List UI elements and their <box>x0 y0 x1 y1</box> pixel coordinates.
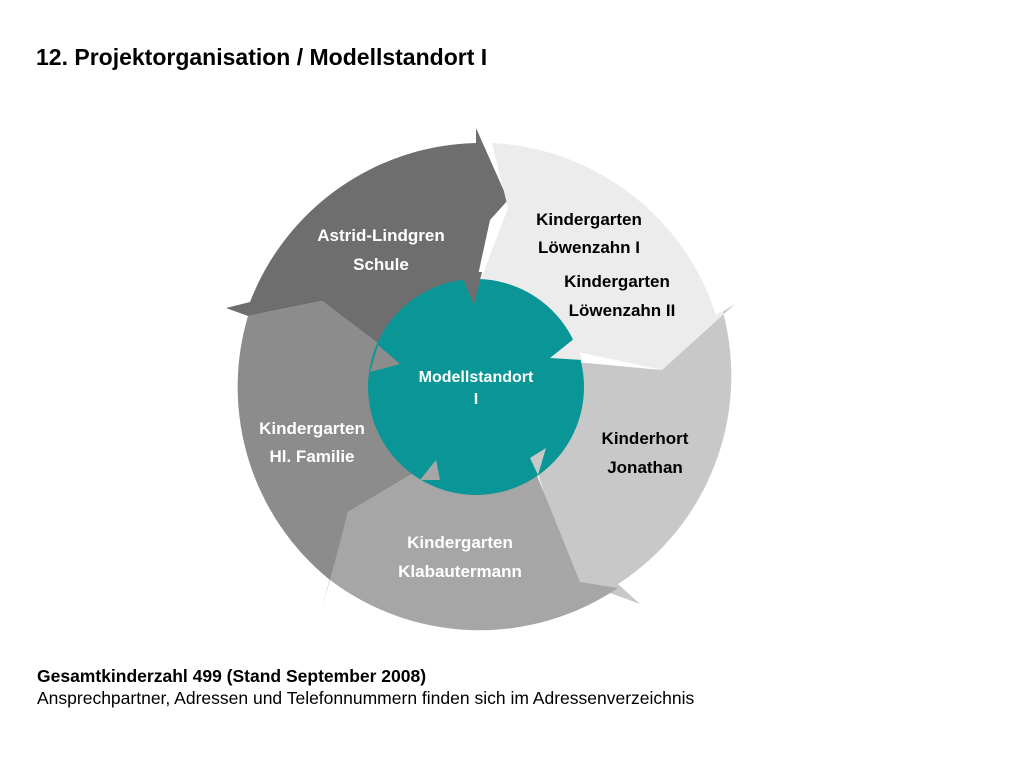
arrow-notch-bottom <box>420 460 440 480</box>
footer-note: Gesamtkinderzahl 499 (Stand September 20… <box>37 665 694 709</box>
label-hlfamilie-line1: Kindergarten <box>259 419 365 438</box>
label-loewenzahn2-line2: Löwenzahn II <box>569 301 676 320</box>
label-kinderhort-line1: Kinderhort <box>602 429 689 448</box>
label-astrid-line1: Astrid-Lindgren <box>317 226 445 245</box>
page-title: 12. Projektorganisation / Modellstandort… <box>36 44 488 70</box>
arrow-notch-top <box>460 272 482 305</box>
arrow-notch-lowright <box>530 448 546 475</box>
center-circle <box>368 279 584 495</box>
label-loewenzahn2-line1: Kindergarten <box>564 272 670 291</box>
label-astrid-line2: Schule <box>353 255 409 274</box>
label-loewenzahn1-line1: Kindergarten <box>536 210 642 229</box>
label-kinderhort-line2: Jonathan <box>607 458 683 477</box>
center-label-line1: Modellstandort <box>419 369 534 386</box>
label-klabautermann-line1: Kindergarten <box>407 533 513 552</box>
footer-total-children: Gesamtkinderzahl 499 (Stand September 20… <box>37 666 427 686</box>
center-label-line2: I <box>474 391 478 408</box>
footer-contact-hint: Ansprechpartner, Adressen und Telefonnum… <box>37 688 695 708</box>
label-klabautermann-line2: Klabautermann <box>398 562 522 581</box>
segment-loewenzahn <box>478 143 735 370</box>
arrow-notch-left <box>370 345 400 372</box>
label-loewenzahn1-line2: Löwenzahn I <box>538 238 640 257</box>
label-hlfamilie-line2: Hl. Familie <box>269 447 354 466</box>
segment-klabautermann <box>322 458 618 631</box>
arrow-notch-right <box>550 338 582 360</box>
